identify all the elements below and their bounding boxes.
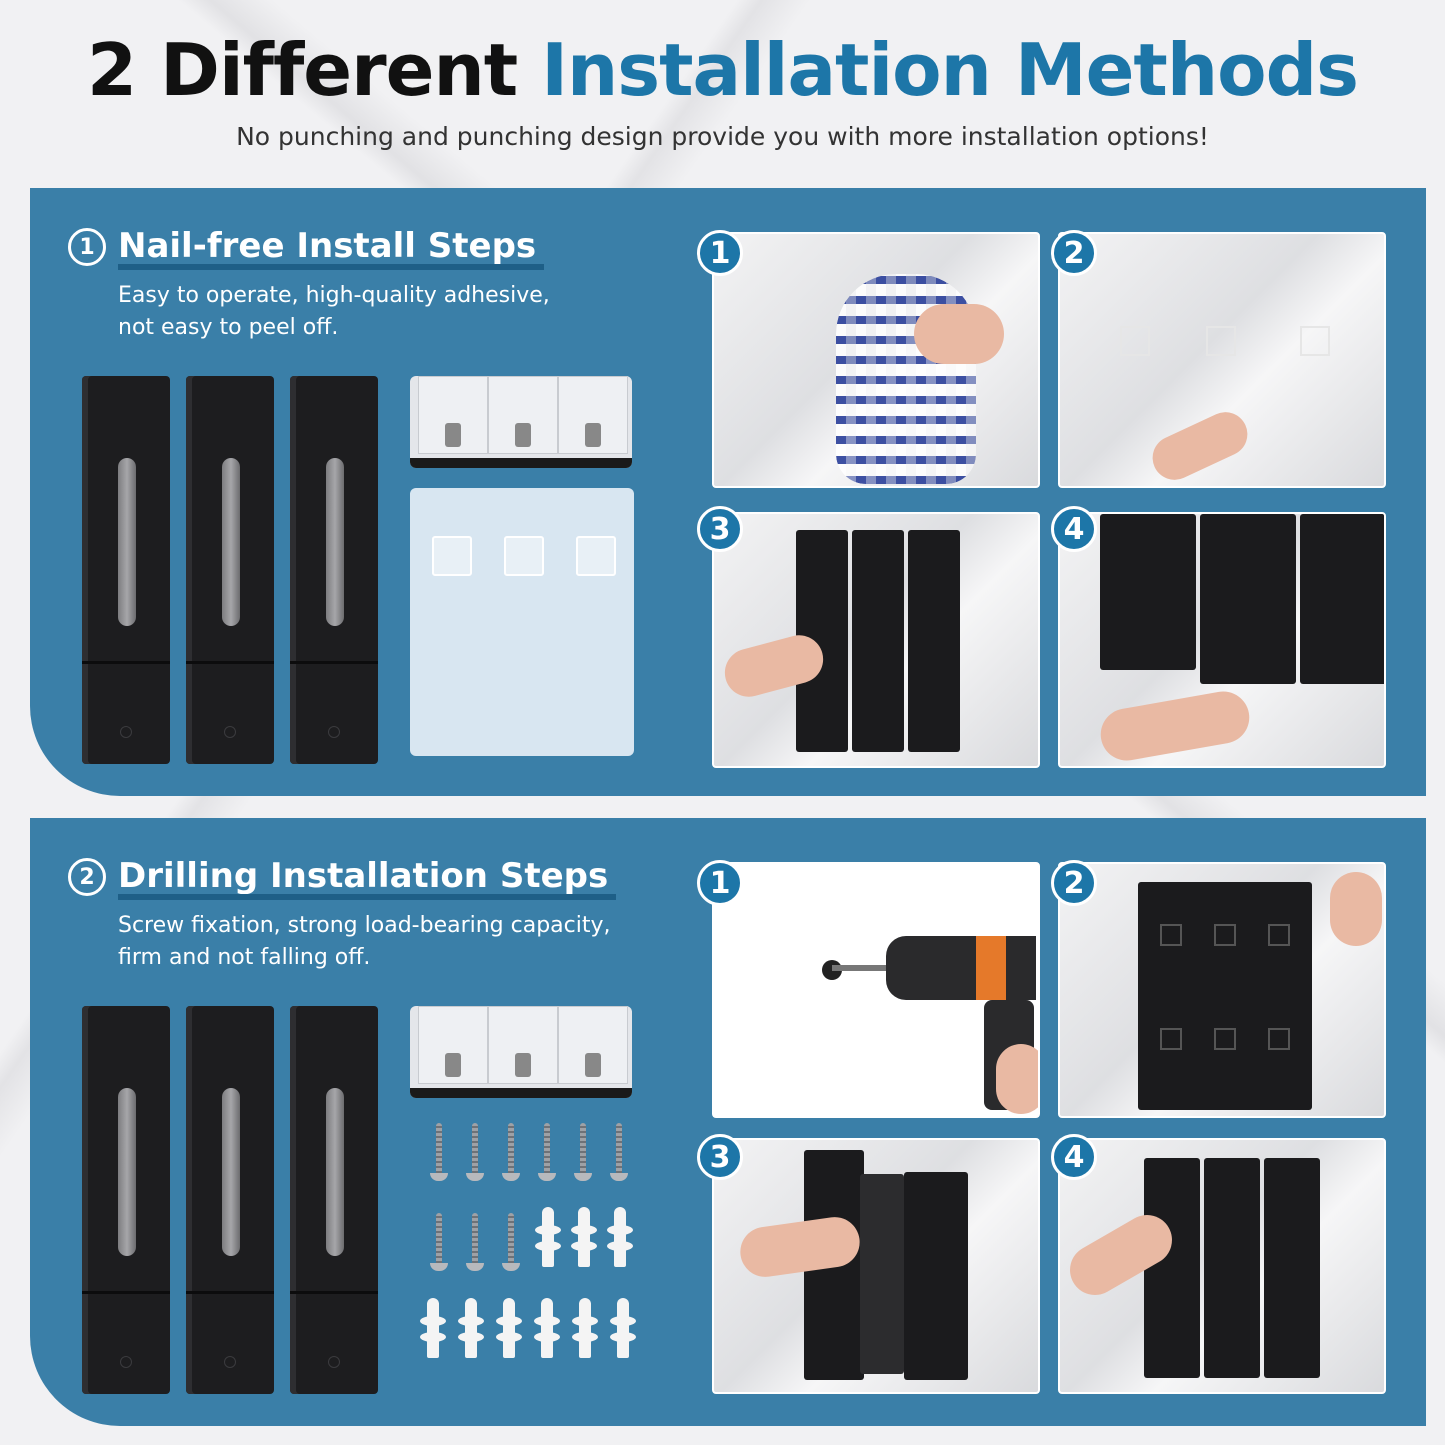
- step-2-fix-plate-image: [1058, 862, 1386, 1118]
- drilling-section: 2 Drilling Installation Steps Screw fixa…: [30, 818, 1426, 1426]
- wall-anchor-icon: [610, 1298, 636, 1358]
- adhesive-pads-image: [410, 488, 634, 756]
- screw-icon: [502, 1213, 520, 1271]
- wall-anchor-icon: [496, 1298, 522, 1358]
- wall-anchor-icon: [607, 1207, 633, 1267]
- wall-anchor-icon: [571, 1207, 597, 1267]
- section-description: Screw fixation, strong load-bearing capa…: [118, 910, 678, 974]
- dispenser-back-thumbnail: [410, 1006, 632, 1098]
- section-title: Nail-free Install Steps: [118, 226, 545, 270]
- step-number-badge: 4: [1051, 506, 1097, 552]
- adhesive-pad: [576, 536, 616, 576]
- step-number-badge: 2: [1051, 230, 1097, 276]
- screw-icon: [610, 1123, 628, 1181]
- dispenser-chamber: [82, 1006, 170, 1394]
- title-part1: 2 Different: [87, 28, 518, 112]
- page-subtitle: No punching and punching design provide …: [236, 122, 1209, 151]
- dispenser-chamber: [186, 1006, 274, 1394]
- soap-dispenser-image: [82, 376, 378, 766]
- step-number-badge: 4: [1051, 1134, 1097, 1180]
- step-4-push-to-lock-image: [1058, 1138, 1386, 1394]
- wall-anchor-icon: [535, 1207, 561, 1267]
- soap-dispenser-image: [82, 1006, 378, 1396]
- wall-anchor-icon: [458, 1298, 484, 1358]
- wall-anchor-icon: [572, 1298, 598, 1358]
- section-heading: 2 Drilling Installation Steps: [68, 856, 617, 900]
- step-number-badge: 3: [697, 1134, 743, 1180]
- page-title: 2 Different Installation Methods: [0, 30, 1445, 110]
- step-3-attach-dispenser-image: [712, 1138, 1040, 1394]
- step-number-badge: 1: [697, 230, 743, 276]
- section-number: 2: [68, 858, 106, 896]
- section-title: Drilling Installation Steps: [118, 856, 617, 900]
- dispenser-back-thumbnail: [410, 376, 632, 468]
- dispenser-chamber: [290, 1006, 378, 1394]
- step-2-apply-pads-image: [1058, 232, 1386, 488]
- description-line: Screw fixation, strong load-bearing capa…: [118, 913, 611, 938]
- screw-icon: [430, 1213, 448, 1271]
- screw-icon: [466, 1123, 484, 1181]
- screw-icon: [538, 1123, 556, 1181]
- step-4-dispense-soap-image: [1058, 512, 1386, 768]
- dispenser-chamber: [290, 376, 378, 764]
- screw-icon: [466, 1213, 484, 1271]
- nail-free-section: 1 Nail-free Install Steps Easy to operat…: [30, 188, 1426, 796]
- wall-anchor-icon: [420, 1298, 446, 1358]
- section-number: 1: [68, 228, 106, 266]
- description-line: Easy to operate, high-quality adhesive,: [118, 283, 550, 308]
- step-number-badge: 1: [697, 860, 743, 906]
- step-number-badge: 2: [1051, 860, 1097, 906]
- adhesive-pad: [432, 536, 472, 576]
- step-3-mount-dispenser-image: [712, 512, 1040, 768]
- step-1-clean-wall-image: [712, 232, 1040, 488]
- dispenser-chamber: [82, 376, 170, 764]
- screw-icon: [574, 1123, 592, 1181]
- screw-icon: [502, 1123, 520, 1181]
- description-line: not easy to peel off.: [118, 315, 339, 340]
- wall-anchor-icon: [534, 1298, 560, 1358]
- title-part2: Installation Methods: [541, 28, 1359, 112]
- step-1-drill-holes-image: [712, 862, 1040, 1118]
- section-heading: 1 Nail-free Install Steps: [68, 226, 545, 270]
- screws-and-anchors-image: [410, 1123, 640, 1398]
- section-description: Easy to operate, high-quality adhesive, …: [118, 280, 678, 344]
- adhesive-pad: [504, 536, 544, 576]
- screw-icon: [430, 1123, 448, 1181]
- description-line: firm and not falling off.: [118, 945, 371, 970]
- step-number-badge: 3: [697, 506, 743, 552]
- dispenser-chamber: [186, 376, 274, 764]
